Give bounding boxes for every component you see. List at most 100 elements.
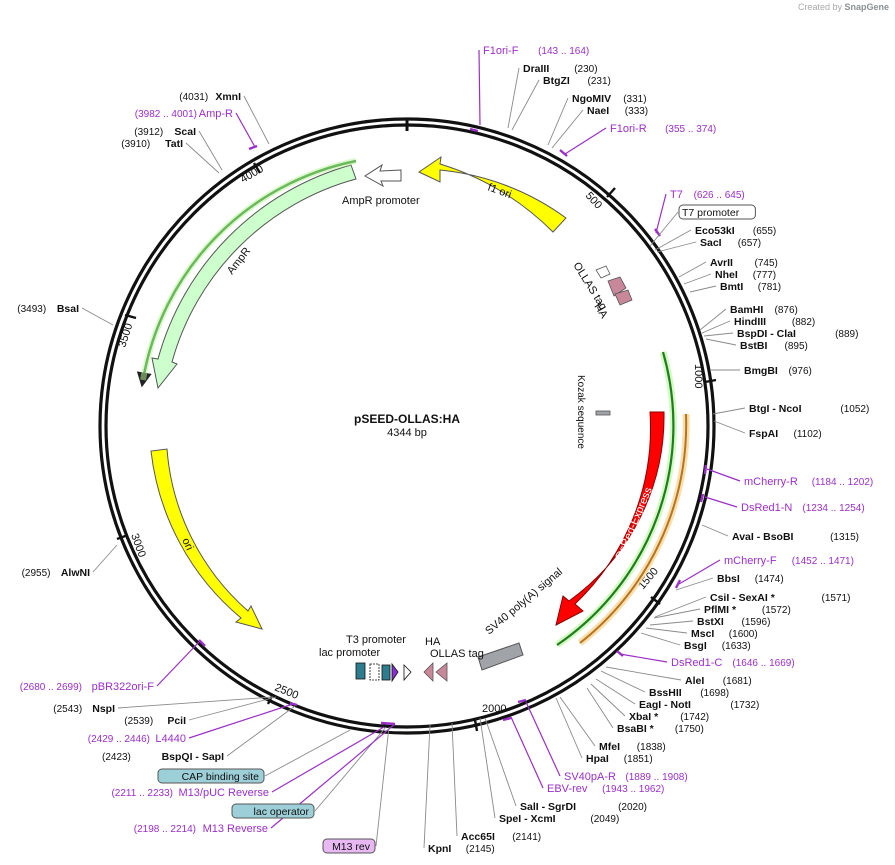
site-position: (1633)	[722, 641, 751, 652]
site-label-xbai: XbaI *(1742)	[629, 711, 709, 723]
site-position: (876)	[775, 305, 798, 316]
site-position: (1600)	[729, 629, 758, 640]
site-position: (777)	[753, 270, 776, 281]
site-name: DraIII	[523, 63, 549, 75]
site-name: BtgI - NcoI	[749, 403, 802, 415]
site-label-msci: MscI (1600)	[691, 628, 758, 640]
site-label-tati: TatI (3910)	[121, 138, 183, 150]
site-label-bstxi: BstXI (1596)	[697, 616, 770, 628]
site-name: NgoMIV	[572, 93, 611, 105]
tick-2000: 2000	[482, 703, 506, 715]
ollas-tag-top	[607, 276, 627, 297]
site-name: BmgBI	[744, 365, 778, 377]
site-name: SacI	[700, 237, 722, 249]
site-name: BtgZI	[543, 75, 570, 87]
site-label-scai: ScaI (3912)	[134, 126, 196, 138]
site-position: (2198 .. 2214)	[134, 824, 196, 835]
site-position: (3912)	[134, 127, 163, 138]
ampr-promoter-arrow	[364, 163, 402, 188]
site-name: BmtI	[720, 281, 743, 293]
site-name: BsaI	[57, 303, 79, 315]
site-name: SpeI - XcmI	[499, 813, 556, 825]
site-name: BspQI - SapI	[162, 751, 225, 763]
site-name: BsgI	[684, 640, 707, 652]
site-position: (331)	[623, 94, 646, 105]
site-label-sali-sgrdi: SalI - SgrDI (2020)	[520, 801, 647, 813]
site-position: (333)	[625, 106, 648, 117]
site-label-xmni: XmnI(4031)	[179, 91, 241, 103]
site-position: (2955)	[22, 568, 51, 579]
backbone-outer	[98, 117, 716, 735]
site-position: (3982 .. 4001)	[135, 109, 197, 120]
site-name: KpnI	[428, 843, 451, 855]
site-label-dsred1-n: DsRed1-N(1234 .. 1254)	[741, 502, 865, 514]
site-label-bspdi-clai: BspDI - ClaI(889)	[737, 328, 858, 340]
site-label-bsabi: BsaBI *(1750)	[617, 723, 704, 735]
site-label-btgzi: BtgZI (231)	[543, 75, 611, 87]
site-name: TatI	[165, 138, 183, 150]
site-position: (657)	[738, 238, 761, 249]
site-position: (2141)	[512, 832, 541, 843]
site-position: (2020)	[618, 802, 647, 813]
site-label-bamhi: BamHI(876)	[730, 304, 798, 316]
site-name: AvaI - BsoBI	[732, 531, 794, 543]
site-position: (3910)	[121, 139, 150, 150]
site-position: (976)	[789, 366, 812, 377]
feature-label-sv40: SV40 poly(A) signal	[483, 566, 565, 637]
site-label-bstbi: BstBI(895)	[740, 340, 808, 352]
credit-prefix: Created by	[797, 2, 842, 12]
site-label-bsai: BsaI (3493)	[17, 303, 79, 315]
site-label-t7-promoter: T7 promoter	[678, 204, 756, 220]
site-name: BstXI	[697, 616, 724, 628]
t3-promoter-arrow	[369, 663, 380, 681]
site-label-t7: T7(626 .. 645)	[670, 189, 745, 201]
site-name: NheI	[715, 269, 738, 281]
site-position: (2423)	[102, 752, 131, 763]
site-position: (1742)	[680, 712, 709, 723]
site-label-f1ori-f: F1ori-F(143 .. 164)	[483, 45, 589, 57]
site-name: SalI - SgrDI	[520, 801, 576, 813]
site-label-lac-operator: lac operator	[231, 803, 315, 819]
feature-label-ampr-promoter: AmpR promoter	[342, 195, 420, 207]
f1-ori-arrow	[417, 155, 567, 233]
site-name: L4440	[155, 733, 186, 745]
site-name: PciI	[167, 715, 186, 727]
site-label-csii-sexai: CsiI - SexAI *(1571)	[710, 592, 850, 604]
site-name: ScaI	[174, 126, 196, 138]
ampr-arrow	[151, 164, 357, 390]
site-name: lac operator	[254, 806, 310, 818]
site-position: (3493)	[17, 304, 46, 315]
site-label-alwni: AlwNI(2955)	[22, 567, 90, 579]
site-position: (231)	[588, 76, 611, 87]
site-label-avrii: AvrII (745)	[710, 257, 778, 269]
site-label-f1ori-r: F1ori-R(355 .. 374)	[610, 123, 716, 135]
site-name: AleI	[685, 675, 704, 687]
site-position: (1315)	[830, 532, 859, 543]
site-position: (355 .. 374)	[665, 124, 716, 135]
ollas-tag-bottom	[435, 662, 448, 682]
feature-label-lac: lac promoter	[319, 647, 380, 659]
site-name: MscI	[691, 628, 714, 640]
site-label-kpni: KpnI(2145)	[428, 843, 495, 855]
site-position: (1596)	[742, 617, 771, 628]
site-position: (2049)	[590, 814, 619, 825]
site-position: (1184 .. 1202)	[812, 477, 874, 488]
site-label-avai-bsobi: AvaI - BsoBI (1315)	[732, 531, 859, 543]
tick-500: 500	[583, 190, 604, 212]
feature-label-ollas-bottom: OLLAS tag	[430, 648, 484, 660]
ha-tag-bottom	[423, 662, 434, 682]
site-position: (1681)	[723, 676, 752, 687]
site-name: EBV-rev	[547, 783, 588, 795]
site-label-acc65i: Acc65I(2141)	[461, 831, 541, 843]
site-label-dsred1-c: DsRed1-C(1646 .. 1669)	[671, 657, 795, 669]
site-name: M13 Reverse	[203, 823, 268, 835]
site-label-bspqi-sapi: BspQI - SapI (2423)	[102, 751, 224, 763]
site-label-saci: SacI (657)	[700, 237, 761, 249]
site-name: AvrII	[710, 257, 733, 269]
site-label-eco53ki: Eco53kI(655)	[695, 225, 776, 237]
feature-label-ori: ori	[179, 536, 195, 552]
site-position: (895)	[785, 341, 808, 352]
site-position: (745)	[755, 258, 778, 269]
site-name: Amp-R	[199, 108, 233, 120]
site-name: PflMI *	[704, 604, 737, 616]
